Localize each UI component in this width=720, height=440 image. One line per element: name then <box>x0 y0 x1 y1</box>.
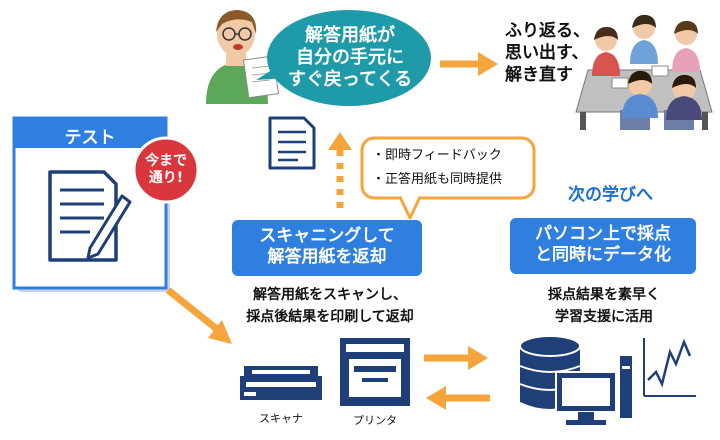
scan-caption-line-1: 解答用紙をスキャンし、 <box>253 287 407 303</box>
callout-list: ・即時フィードバック ・正答用紙も同時提供 <box>372 144 532 192</box>
callout-box <box>360 136 536 220</box>
reflect-line-3: 解き直す <box>505 65 573 85</box>
answer-sheet-icon <box>268 116 316 170</box>
badge-text: 今まで 通り! <box>136 153 196 187</box>
students-illustration <box>575 14 713 130</box>
badge-line-2: 通り! <box>148 170 184 186</box>
scan-return-box: スキャニングして 解答用紙を返却 <box>232 220 422 276</box>
bubble-text: 解答用紙が 自分の手元に すぐ戻ってくる <box>280 25 420 91</box>
printer-label: プリンタ <box>353 414 397 427</box>
callout-item-1: ・即時フィードバック <box>372 148 502 163</box>
arrow-card-to-devices <box>165 287 221 333</box>
pc-caption-line-1: 採点結果を素早く <box>548 287 660 303</box>
bubble-line-1: 解答用紙が <box>305 25 395 46</box>
badge-circle <box>132 136 200 204</box>
scan-caption: 解答用紙をスキャンし、 採点後結果を印刷して返却 <box>214 284 446 328</box>
printer-icon <box>340 338 410 406</box>
pc-caption-line-2: 学習支援に活用 <box>555 309 653 325</box>
bubble-line-3: すぐ戻ってくる <box>287 69 413 90</box>
scanner-label: スキャナ <box>259 412 303 425</box>
reflect-text: ふり返る、 思い出す、 解き直す <box>505 20 605 86</box>
arrow-card-to-devices-head <box>208 320 232 344</box>
test-card-title: テスト <box>64 128 116 148</box>
arrow-to-reflect-head <box>478 52 498 76</box>
next-learning-label: 次の学びへ <box>568 185 653 205</box>
pc-caption: 採点結果を素早く 学習支援に活用 <box>516 284 692 328</box>
scan-box-line-2: 解答用紙を返却 <box>267 247 387 267</box>
database-pc-icon <box>519 335 696 425</box>
callout-item-2: ・正答用紙も同時提供 <box>372 172 503 187</box>
bubble-line-2: 自分の手元に <box>296 47 404 68</box>
pc-box-line-2: と同時にデータ化 <box>535 245 671 265</box>
badge-line-1: 今まで <box>145 153 187 169</box>
scan-caption-line-2: 採点後結果を印刷して返却 <box>246 309 414 325</box>
pc-grading-box: パソコン上で採点 と同時にデータ化 <box>510 218 696 274</box>
bubble-shape <box>256 10 431 106</box>
reflect-line-2: 思い出す、 <box>505 43 589 63</box>
return-arrow-head <box>328 132 352 150</box>
scan-box-line-1: スキャニングして <box>259 226 395 246</box>
pc-box-line-1: パソコン上で採点 <box>535 224 671 244</box>
reflect-line-1: ふり返る、 <box>505 21 590 41</box>
scanner-icon <box>240 366 322 400</box>
test-card <box>12 116 170 292</box>
